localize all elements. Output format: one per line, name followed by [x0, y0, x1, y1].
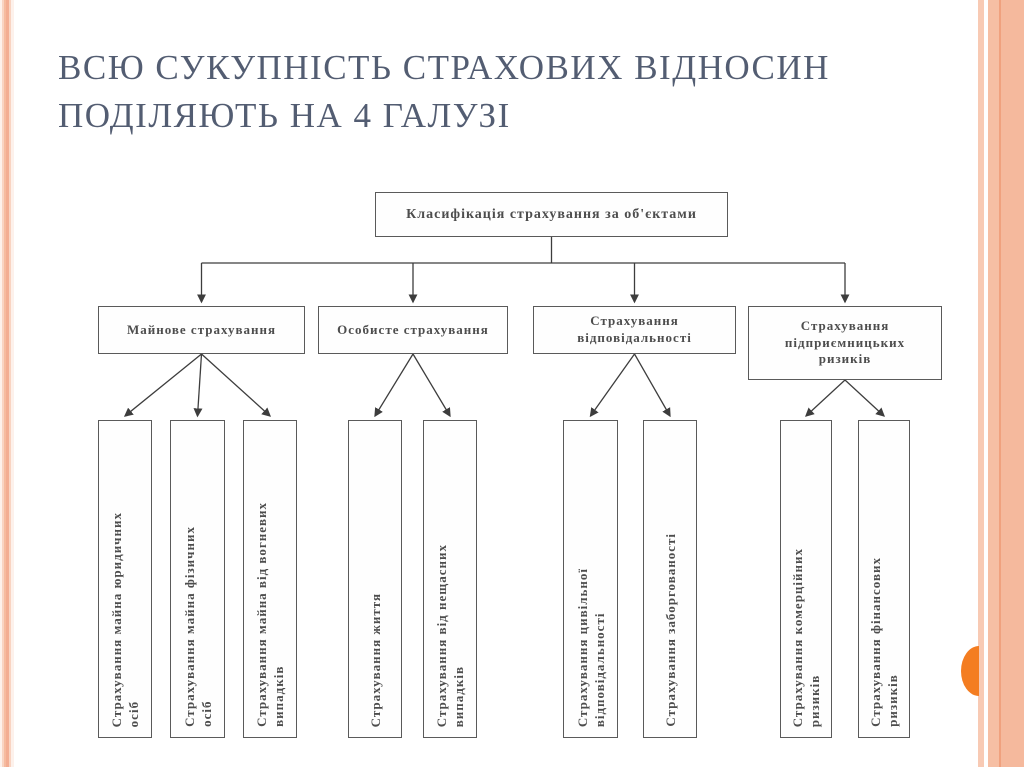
diagram-leaf-label: Страхування майна від вогневих випадків [254, 502, 286, 727]
diagram-leaf-box: Страхування заборгованості [643, 420, 697, 738]
diagram-leaf-label: Страхування від нещасних випадків [434, 543, 466, 727]
diagram-leaf-box: Страхування від нещасних випадків [423, 420, 477, 738]
right-edge-notch [961, 646, 979, 696]
diagram-leaf-box: Страхування майна фізичних осіб [170, 420, 225, 738]
diagram-leaf-box: Страхування майна від вогневих випадків [243, 420, 297, 738]
insurance-classification-diagram: Класифікація страхування за об'єктами Ма… [90, 185, 950, 745]
diagram-leaf-box: Страхування комерційних ризиків [780, 420, 832, 738]
connector-lines [123, 237, 885, 418]
diagram-leaf-label: Страхування майна фізичних осіб [181, 526, 214, 727]
diagram-leaf-label: Страхування життя [367, 592, 383, 727]
diagram-leaf-box: Страхування фінансових ризиків [858, 420, 910, 738]
diagram-branch-box: Страхування відповідальності [533, 306, 736, 354]
slide-title-line2: ПОДІЛЯЮТЬ НА 4 ГАЛУЗІ [58, 96, 511, 136]
left-edge-stripes [0, 0, 14, 767]
right-edge-stripes [978, 0, 1024, 767]
diagram-branch-box: Страхування підприємницьких ризиків [748, 306, 942, 380]
diagram-leaf-label: Страхування майна юридичних осіб [109, 511, 141, 727]
slide-title-line1: ВСЮ СУКУПНІСТЬ СТРАХОВИХ ВІДНОСИН [58, 48, 830, 87]
diagram-leaf-label: Страхування цивільної відповідальності [574, 567, 607, 727]
diagram-branch-box: Особисте страхування [318, 306, 508, 354]
diagram-leaf-label: Страхування заборгованості [662, 533, 678, 727]
diagram-leaf-label: Страхування фінансових ризиків [868, 557, 900, 727]
diagram-leaf-box: Страхування майна юридичних осіб [98, 420, 152, 738]
diagram-leaf-label: Страхування комерційних ризиків [790, 547, 822, 727]
slide-title: ВСЮ СУКУПНІСТЬ СТРАХОВИХ ВІДНОСИН ПОДІЛЯ… [58, 44, 908, 141]
diagram-leaf-box: Страхування життя [348, 420, 402, 738]
diagram-branch-box: Майнове страхування [98, 306, 305, 354]
diagram-leaf-box: Страхування цивільної відповідальності [563, 420, 618, 738]
diagram-root-box: Класифікація страхування за об'єктами [375, 192, 728, 237]
